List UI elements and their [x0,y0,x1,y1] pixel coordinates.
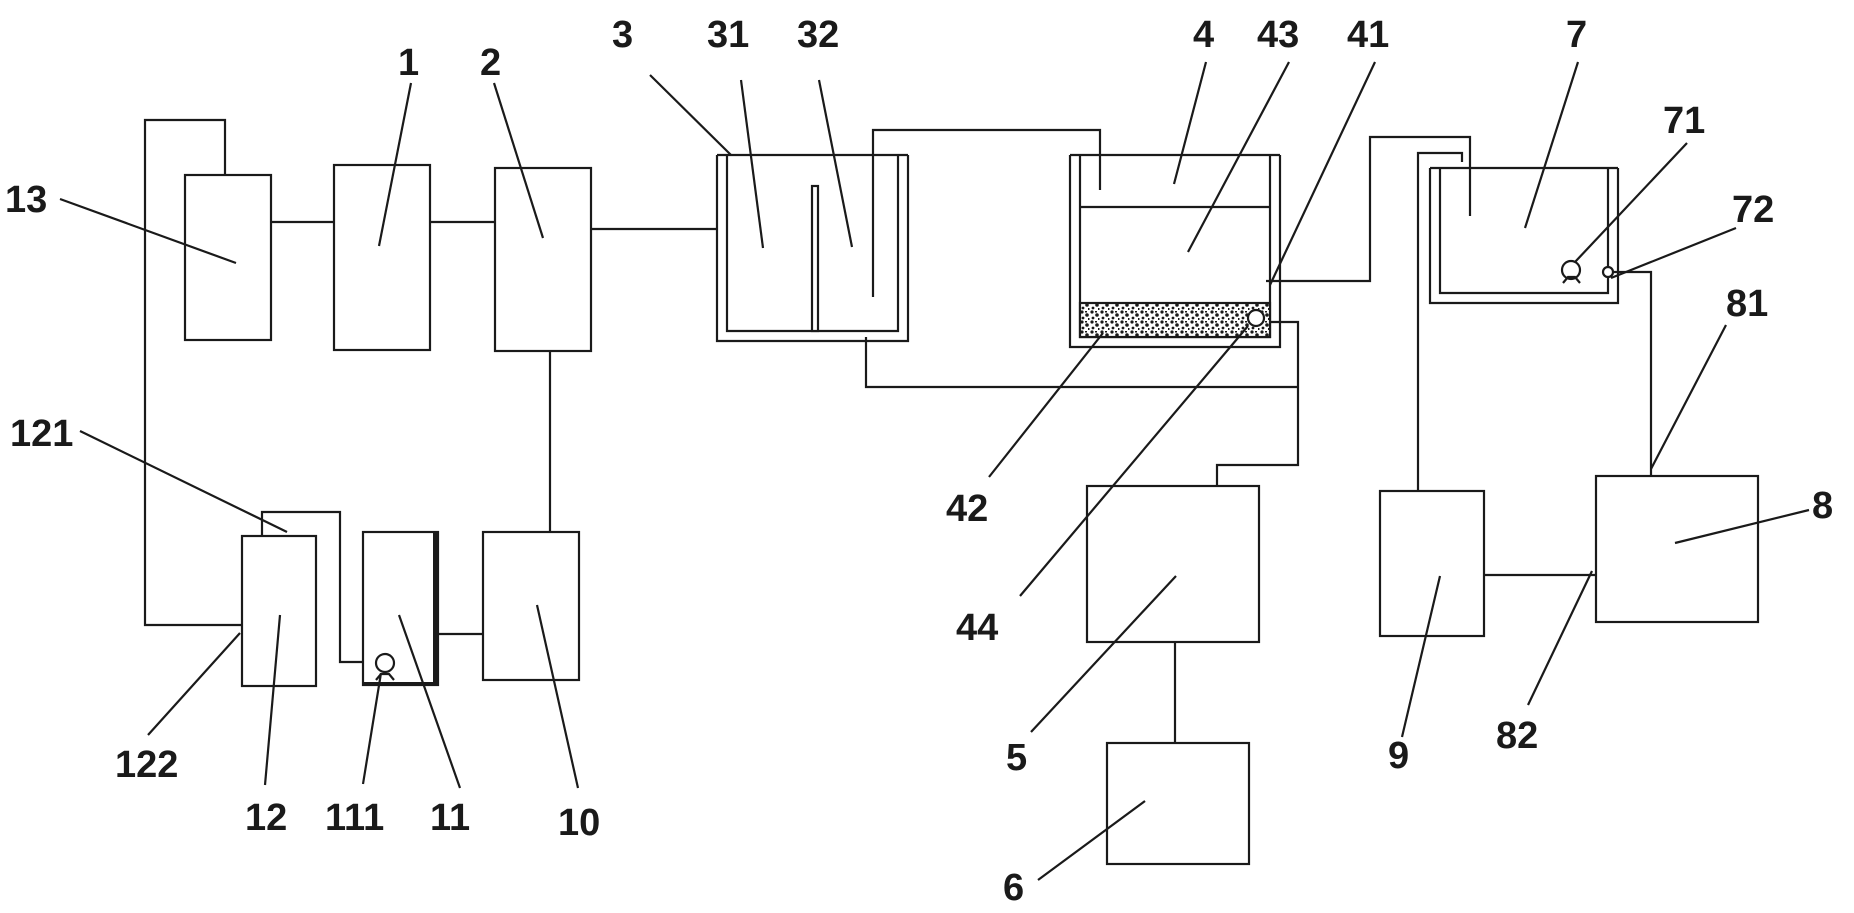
leader-6 [1037,800,1146,881]
pump-111-base [375,672,395,681]
leader-lines [59,61,1810,881]
leader-32 [817,79,854,248]
leader-8 [1674,508,1810,545]
unit-8 [1594,474,1760,624]
tank-3-baffle [810,184,820,333]
tank-7-outer-wall [1428,168,1620,305]
label-43: 43 [1257,14,1299,56]
label-9: 9 [1388,735,1409,777]
pipe-7-9 [1416,151,1464,491]
label-7: 7 [1566,14,1587,56]
leader-71 [1574,142,1688,263]
unit-5 [1085,484,1261,644]
pipe-7-8 [1608,270,1653,476]
leader-2 [492,82,545,239]
leader-11 [397,614,462,789]
leader-7 [1523,61,1580,229]
label-111: 111 [325,797,384,839]
pump-71-base [1562,275,1581,284]
unit-11 [361,530,440,687]
tank-7 [1428,166,1620,305]
label-41: 41 [1347,14,1389,56]
pump-111-icon [374,652,396,674]
pipe-4-7 [1266,135,1472,283]
unit-10 [481,530,581,682]
leader-43 [1187,61,1290,253]
label-81: 81 [1726,283,1768,325]
pump-71-icon [1560,259,1582,281]
label-12: 12 [245,797,287,839]
leader-4 [1172,61,1208,185]
pipe-44-5 [1215,320,1300,486]
leader-5 [1030,575,1177,733]
tank-4-outer-wall [1068,155,1282,349]
label-44: 44 [956,607,998,649]
leader-12 [263,614,282,786]
label-122: 122 [115,744,178,786]
leader-31 [739,79,765,249]
reference-labels: 1 2 3 31 32 4 43 41 7 71 72 13 81 8 121 … [5,14,1833,909]
label-121: 121 [10,413,73,455]
equipment [183,153,1760,866]
tank-7-inner-wall [1438,168,1610,295]
leader-9 [1400,575,1442,738]
label-72: 72 [1732,189,1774,231]
label-8: 8 [1812,485,1833,527]
filter-layer-42 [1078,301,1272,339]
label-42: 42 [946,488,988,530]
tank-4 [1068,153,1282,349]
leader-72 [1610,226,1737,280]
unit-1 [332,163,432,352]
leader-13 [59,197,237,265]
tank-3 [715,153,910,343]
label-11: 11 [430,797,470,839]
label-82: 82 [1496,715,1538,757]
leader-122 [147,632,241,736]
label-10: 10 [558,802,600,844]
label-5: 5 [1006,737,1027,779]
label-32: 32 [797,14,839,56]
label-13: 13 [5,179,47,221]
leader-44 [1019,325,1249,597]
leader-82 [1527,570,1593,706]
label-31: 31 [707,14,749,56]
pipe-32-43 [871,128,1102,297]
label-4: 4 [1193,14,1214,56]
label-3: 3 [612,14,633,56]
unit-13 [183,173,273,342]
label-2: 2 [480,42,501,84]
pipe-lines [143,118,1653,743]
unit-2 [493,166,593,353]
label-1: 1 [398,42,419,84]
tank-11 [361,530,440,687]
leader-81 [1650,324,1727,470]
unit-6 [1105,741,1251,866]
leader-41 [1269,61,1376,286]
pipe-3-bottom [864,337,1298,389]
pipe-13-12 [143,118,242,627]
label-6: 6 [1003,867,1024,909]
tank-3-outer-wall [715,155,910,343]
leader-3 [649,74,732,156]
leader-121 [79,430,288,533]
leader-111 [361,672,383,785]
unit-12 [240,534,318,688]
leader-10 [535,604,580,789]
leader-1 [377,82,413,247]
label-71: 71 [1663,100,1705,142]
valve-72-icon [1601,265,1615,279]
leader-42 [988,332,1104,478]
pump-44-icon [1246,308,1266,328]
